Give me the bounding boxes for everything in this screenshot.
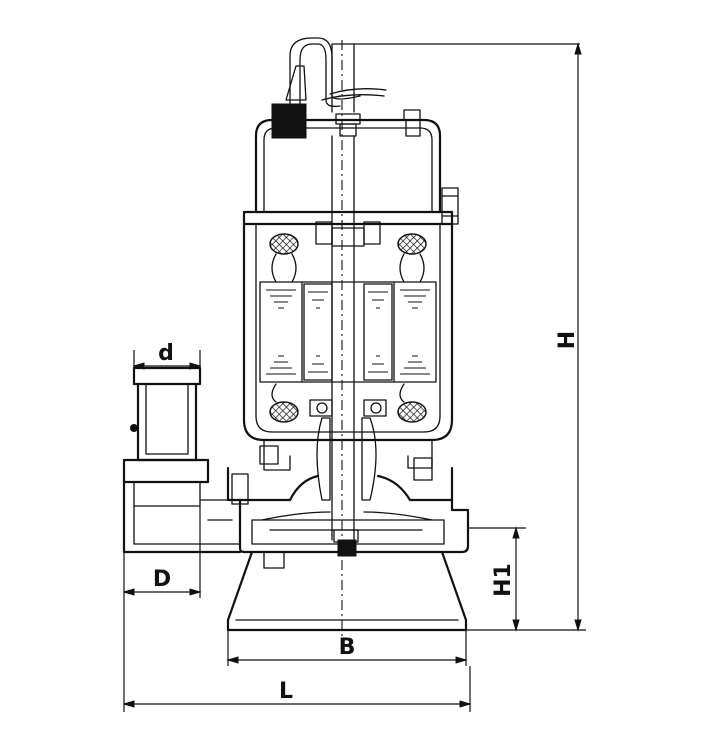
dim-label-d: d	[158, 341, 174, 366]
dim-H	[466, 42, 586, 632]
power-cable	[285, 37, 387, 109]
dim-label-D: D	[153, 567, 171, 592]
dim-D	[122, 506, 202, 598]
dim-label-L: L	[279, 679, 293, 704]
volute-casing	[238, 498, 470, 557]
dim-B	[226, 630, 468, 666]
seal-housing	[226, 439, 454, 505]
rotor	[303, 283, 393, 381]
stator-core	[259, 281, 437, 383]
stator-windings	[269, 233, 427, 423]
motor-top-cover	[254, 109, 459, 225]
base-stand	[226, 550, 468, 632]
dim-H1	[468, 526, 526, 632]
dim-label-H1: H1	[491, 563, 516, 597]
dim-L	[122, 598, 472, 712]
impeller	[261, 511, 433, 521]
lower-bearing	[309, 399, 387, 501]
dim-label-H: H	[555, 331, 580, 349]
discharge-pipe	[122, 366, 242, 554]
pump-shaft	[331, 135, 355, 541]
dim-label-B: B	[339, 635, 356, 660]
dim-d	[132, 350, 202, 370]
